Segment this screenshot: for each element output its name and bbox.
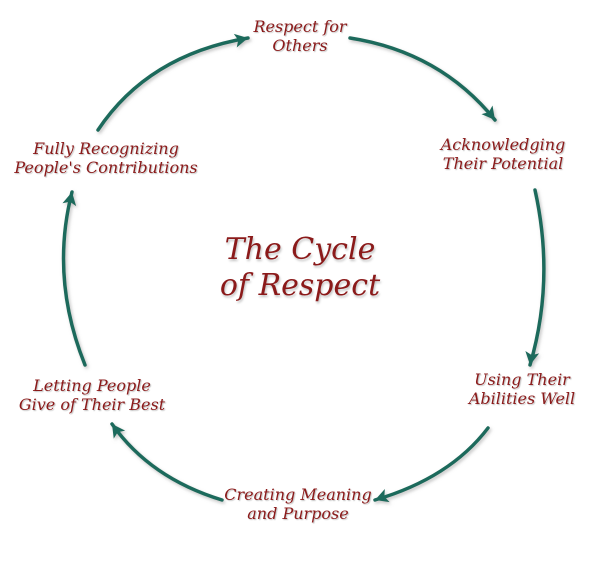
node-letting-people-give-of-their-best: Letting People Give of Their Best (19, 376, 165, 414)
arrow-acknowledging-to-using (528, 188, 546, 367)
node-creating-meaning-and-purpose: Creating Meaning and Purpose (224, 485, 371, 523)
diagram-title-line: of Respect (219, 268, 381, 303)
node-label-line: Letting People (33, 376, 151, 395)
arrowhead-icon (481, 105, 495, 120)
diagram-title: The Cycle of Respect (220, 232, 380, 304)
arrow-creating-to-letting (110, 422, 224, 502)
node-label-line: Give of Their Best (18, 395, 166, 414)
node-label-line: People's Contributions (14, 158, 198, 177)
arrowhead-icon (525, 350, 540, 365)
arrow-using-to-creating (373, 426, 490, 502)
node-label-line: and Purpose (247, 504, 349, 523)
arrowhead-icon (62, 192, 77, 207)
node-label-line: Their Potential (442, 154, 564, 173)
arrow-respect-to-acknowledging (348, 36, 497, 122)
node-label-line: Respect for (253, 17, 347, 36)
node-label-line: Acknowledging (440, 135, 566, 154)
arrowhead-icon (233, 33, 248, 48)
node-respect-for-others: Respect for Others (253, 17, 346, 55)
diagram-title-line: The Cycle (224, 232, 376, 267)
arrow-fully-to-respect (96, 36, 250, 132)
arrowhead-icon (112, 424, 126, 439)
node-label-line: Others (272, 36, 328, 55)
node-label-line: Creating Meaning (224, 485, 372, 504)
arrow-letting-to-fully (61, 190, 87, 367)
node-using-their-abilities-well: Using Their Abilities Well (469, 370, 575, 408)
node-acknowledging-their-potential: Acknowledging Their Potential (441, 135, 566, 173)
node-label-line: Using Their (474, 370, 570, 389)
node-label-line: Abilities Well (468, 389, 576, 408)
node-fully-recognizing-peoples-contributions: Fully Recognizing People's Contributions (14, 139, 197, 177)
arrowhead-icon (375, 488, 390, 503)
node-label-line: Fully Recognizing (33, 139, 179, 158)
